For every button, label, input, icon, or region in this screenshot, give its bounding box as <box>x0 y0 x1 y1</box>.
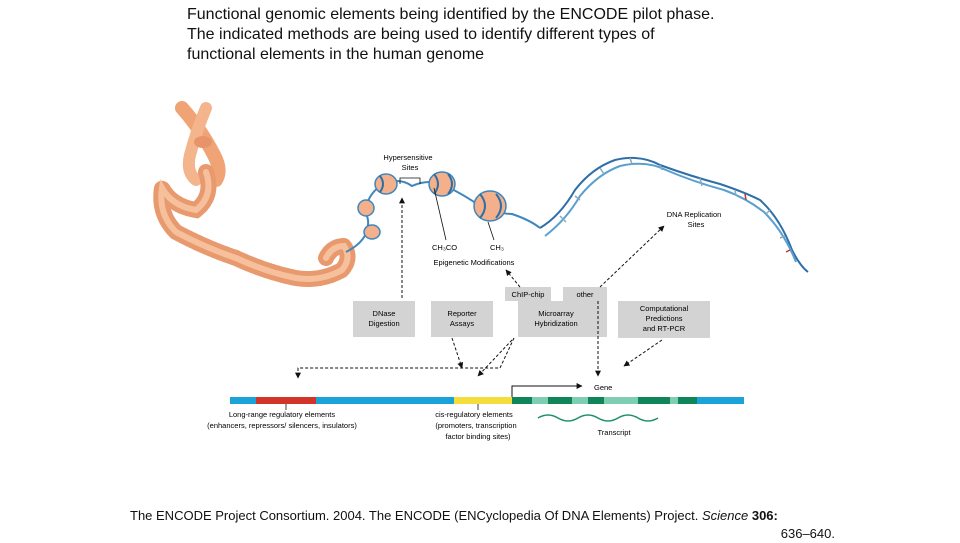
method-computational-line3: and RT-PCR <box>643 324 686 333</box>
epigenetic-label: CH₃CO CH₃ Epigenetic Modifications <box>432 187 515 267</box>
hypersensitive-text-2: Sites <box>402 163 419 172</box>
gene-label: Gene <box>594 383 612 392</box>
method-box-computational <box>618 301 710 338</box>
method-reporter-line2: Assays <box>450 319 474 328</box>
exon-2 <box>548 397 572 404</box>
citation-pages: 636–640. <box>780 526 835 541</box>
long-range-segment <box>256 397 316 404</box>
dna-double-helix <box>539 156 809 273</box>
exon-3 <box>588 397 604 404</box>
method-box-other <box>563 287 607 301</box>
citation: The ENCODE Project Consortium. 2004. The… <box>130 507 835 543</box>
dna-replication-text-2: Sites <box>688 220 705 229</box>
arrow-microarray-to-long-range <box>295 337 515 379</box>
method-box-chip-chip <box>505 287 551 301</box>
citation-journal: Science <box>701 508 749 523</box>
long-range-text-2: (enhancers, repressors/ silencers, insul… <box>207 421 357 430</box>
gene-segment <box>512 397 697 404</box>
method-other-text: other <box>576 290 594 299</box>
arrow-chip-to-epigenetic <box>505 269 521 288</box>
hypersensitive-label: Hypersensitive Sites <box>383 153 433 184</box>
method-arrows <box>295 197 665 379</box>
title-line-3: functional elements in the human genome <box>187 46 485 63</box>
method-box-microarray <box>518 301 607 337</box>
cis-text-3: factor binding sites) <box>445 432 511 441</box>
cis-regulatory-segment <box>454 397 512 404</box>
ch3co-text: CH₃CO <box>432 243 457 252</box>
method-box-reporter <box>431 301 493 337</box>
transcription-start-arrow <box>511 383 583 397</box>
citation-line-1: The ENCODE Project Consortium. 2004. The… <box>130 507 835 525</box>
chromatin-fiber <box>153 163 356 287</box>
method-microarray-line2: Hybridization <box>534 319 577 328</box>
method-reporter-line1: Reporter <box>447 309 477 318</box>
epigenetic-text: Epigenetic Modifications <box>434 258 515 267</box>
arrow-microarray-to-cis <box>477 339 513 377</box>
long-range-text-1: Long-range regulatory elements <box>229 410 336 419</box>
citation-volume: 306: <box>751 508 778 523</box>
dna-replication-label: DNA Replication Sites <box>667 210 722 229</box>
cis-regulatory-label: cis-regulatory elements (promoters, tran… <box>435 404 517 441</box>
method-dnase-line1: DNase <box>373 309 396 318</box>
nucleosome-fiber <box>345 171 541 253</box>
title-line-2: The indicated methods are being used to … <box>187 26 655 43</box>
citation-authors-title: The ENCODE Project Consortium. 2004. The… <box>130 508 702 523</box>
method-box-dnase <box>353 301 415 337</box>
method-chip-chip-text: ChIP-chip <box>512 290 545 299</box>
long-range-label: Long-range regulatory elements (enhancer… <box>207 404 357 430</box>
chromosome-illustration <box>175 101 226 187</box>
ch3-text: CH₃ <box>490 243 504 252</box>
exon-5 <box>678 397 697 404</box>
arrow-reporter-to-cis <box>451 337 464 369</box>
cis-text-1: cis-regulatory elements <box>435 410 513 419</box>
transcript-illustration: Transcript <box>537 414 659 437</box>
exon-4 <box>638 397 670 404</box>
arrow-computational-to-gene <box>623 339 663 367</box>
title-line-1: Functional genomic elements being identi… <box>187 6 715 23</box>
hypersensitive-text-1: Hypersensitive <box>383 153 432 162</box>
method-computational-line1: Computational <box>640 304 689 313</box>
exon-1 <box>512 397 532 404</box>
cis-text-2: (promoters, transcription <box>435 421 516 430</box>
genome-bar: Gene <box>230 383 744 404</box>
method-microarray-line1: Microarray <box>538 309 574 318</box>
dna-replication-text-1: DNA Replication <box>667 210 722 219</box>
arrow-other-to-replication <box>599 225 665 288</box>
method-dnase-line2: Digestion <box>368 319 399 328</box>
method-boxes: DNase Digestion Reporter Assays ChIP-chi… <box>353 287 710 338</box>
figure-title: Functional genomic elements being identi… <box>187 5 827 65</box>
method-computational-line2: Predictions <box>645 314 682 323</box>
transcript-text: Transcript <box>597 428 631 437</box>
